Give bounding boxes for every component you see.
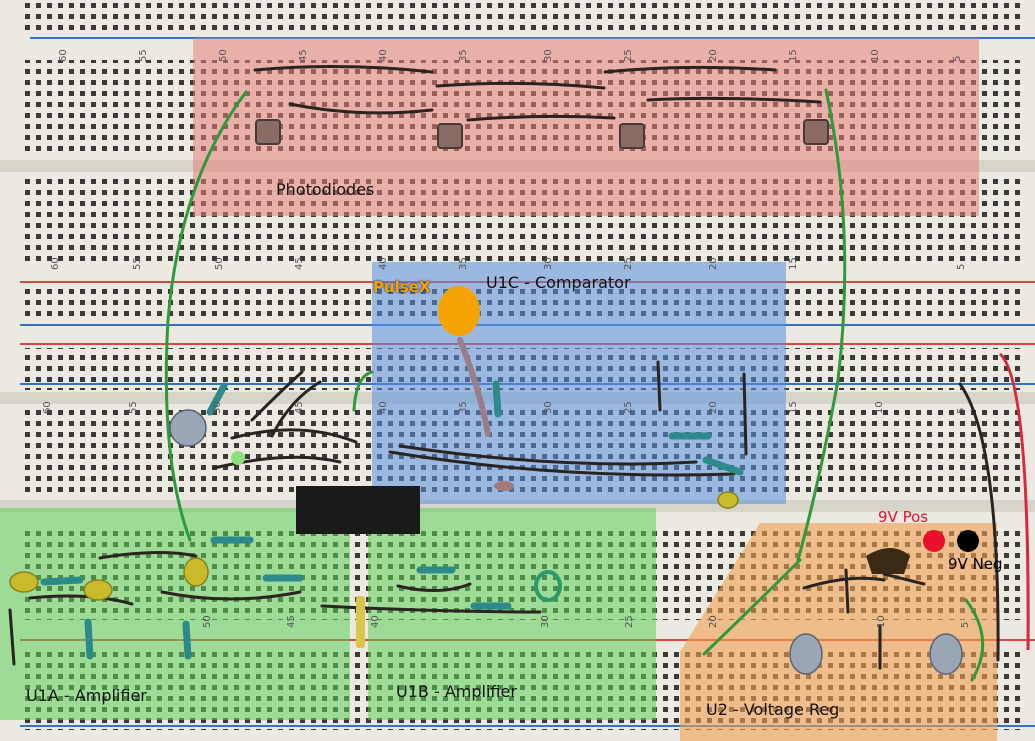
resistor bbox=[702, 456, 744, 476]
column-number: 60 bbox=[42, 401, 53, 414]
positive-terminal-dot bbox=[923, 530, 945, 552]
resistor bbox=[182, 620, 192, 660]
column-number: 5 bbox=[960, 622, 971, 628]
column-number: 45 bbox=[298, 49, 309, 62]
resistor bbox=[206, 382, 228, 416]
inductor bbox=[534, 570, 562, 602]
capacitor bbox=[9, 571, 39, 593]
column-number: 60 bbox=[58, 49, 69, 62]
capacitor bbox=[183, 557, 209, 587]
column-number: 55 bbox=[138, 49, 149, 62]
amplifier-a-label: U1A - Amplifier bbox=[26, 686, 147, 705]
column-number: 15 bbox=[788, 49, 799, 62]
positive-terminal-label: 9V Pos bbox=[878, 508, 929, 526]
led bbox=[231, 451, 245, 465]
column-number: 55 bbox=[132, 257, 143, 270]
column-number: 25 bbox=[623, 401, 634, 414]
photodiode bbox=[619, 123, 645, 149]
column-number: 15 bbox=[788, 401, 799, 414]
column-number: 30 bbox=[543, 257, 554, 270]
photodiode bbox=[255, 119, 281, 145]
negative-terminal-dot bbox=[957, 530, 979, 552]
column-number: 40 bbox=[370, 615, 381, 628]
photodiodes-label: Photodiodes bbox=[276, 180, 375, 199]
column-number: 35 bbox=[458, 257, 469, 270]
photodiode bbox=[437, 123, 463, 149]
electrolytic-capacitor bbox=[789, 633, 823, 675]
column-number: 5 bbox=[956, 408, 967, 414]
column-number: 50 bbox=[212, 401, 223, 414]
resistor bbox=[492, 380, 502, 418]
amplifier-a-zone bbox=[0, 508, 350, 720]
column-number: 45 bbox=[286, 615, 297, 628]
column-number: 55 bbox=[128, 401, 139, 414]
capacitor bbox=[356, 596, 365, 648]
column-number: 35 bbox=[458, 49, 469, 62]
column-number: 10 bbox=[874, 401, 885, 414]
column-number: 30 bbox=[540, 615, 551, 628]
capacitor bbox=[83, 579, 113, 601]
amplifier-b-zone bbox=[368, 508, 656, 720]
column-number: 15 bbox=[788, 257, 799, 270]
resistor bbox=[40, 576, 84, 586]
column-number: 10 bbox=[876, 615, 887, 628]
amplifier-b-label: U1B - Amplifier bbox=[396, 682, 517, 701]
column-number: 5 bbox=[952, 56, 963, 62]
column-number: 45 bbox=[294, 257, 305, 270]
column-number: 20 bbox=[708, 615, 719, 628]
column-number: 40 bbox=[378, 49, 389, 62]
column-number: 20 bbox=[708, 49, 719, 62]
column-number: 5 bbox=[956, 264, 967, 270]
resistor bbox=[84, 618, 94, 660]
column-number: 20 bbox=[708, 257, 719, 270]
voltage-reg-label: U2 - Voltage Reg bbox=[706, 700, 840, 719]
column-number: 40 bbox=[378, 257, 389, 270]
vreg-zone bbox=[680, 523, 997, 741]
voltage-regulator bbox=[866, 548, 910, 574]
column-number: 25 bbox=[623, 49, 634, 62]
pulse-label: PulseX bbox=[373, 278, 431, 296]
column-number: 50 bbox=[202, 615, 213, 628]
electrolytic-capacitor bbox=[929, 633, 963, 675]
column-number: 50 bbox=[214, 257, 225, 270]
comparator-label: U1C - Comparator bbox=[486, 273, 631, 292]
column-number: 30 bbox=[543, 49, 554, 62]
column-number: 50 bbox=[218, 49, 229, 62]
column-number: 45 bbox=[294, 401, 305, 414]
pulse-marker bbox=[438, 286, 480, 336]
column-number: 60 bbox=[50, 257, 61, 270]
column-number: 25 bbox=[623, 257, 634, 270]
ic-chip bbox=[296, 486, 420, 534]
column-number: 10 bbox=[870, 49, 881, 62]
column-number: 20 bbox=[708, 401, 719, 414]
column-number: 30 bbox=[543, 401, 554, 414]
capacitor bbox=[717, 491, 739, 509]
small-capacitor bbox=[494, 481, 514, 491]
hole-field bbox=[20, 0, 1020, 32]
negative-terminal-label: 9V Neg bbox=[948, 555, 1003, 573]
column-number: 25 bbox=[624, 615, 635, 628]
photodiode bbox=[803, 119, 829, 145]
electrolytic-capacitor bbox=[169, 409, 207, 447]
column-number: 40 bbox=[378, 401, 389, 414]
column-number: 35 bbox=[458, 401, 469, 414]
